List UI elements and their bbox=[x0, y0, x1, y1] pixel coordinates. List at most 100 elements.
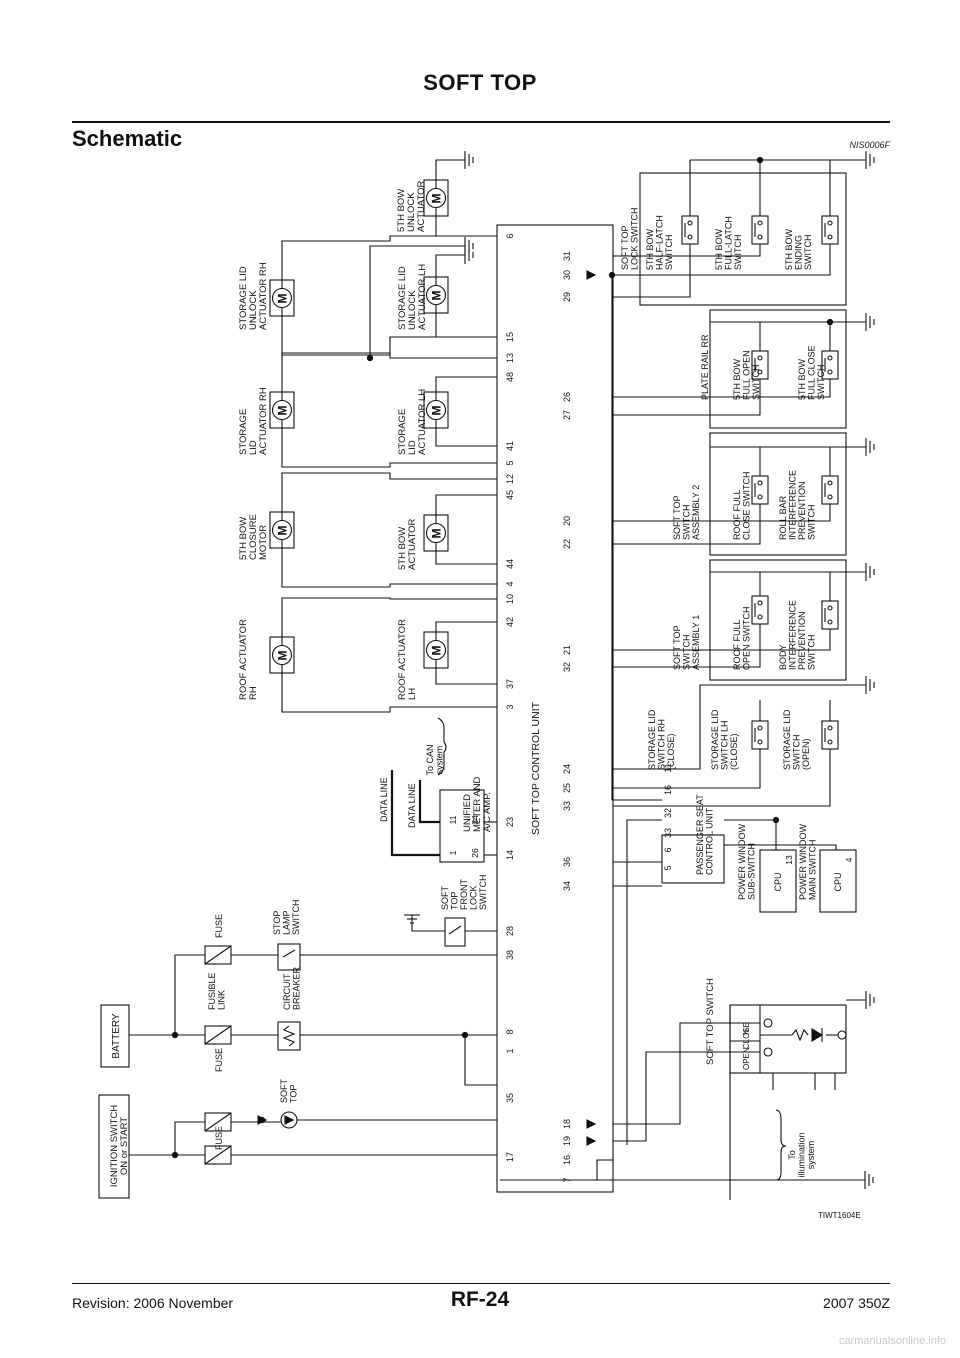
storage-lid-switch-open-label: STORAGE LIDSWITCH(OPEN) bbox=[782, 709, 811, 770]
cpu-sub-box bbox=[759, 849, 797, 913]
fuse-label: FUSE bbox=[214, 1126, 224, 1150]
storage-lid-switch-lh bbox=[751, 720, 769, 750]
cpu-pin: 13 bbox=[784, 855, 794, 865]
control-unit-pin-bottom: 32 bbox=[562, 662, 572, 672]
body-interference-prevention-switch bbox=[821, 600, 839, 630]
control-unit-pin-top: 1 bbox=[505, 1048, 515, 1053]
stop-lamp-switch bbox=[277, 943, 301, 971]
control-unit-pin-top: 6 bbox=[505, 233, 515, 238]
fusible-link-label: FUSIBLELINK bbox=[207, 972, 226, 1010]
control-unit-pin-top: 45 bbox=[505, 490, 515, 500]
to-can-label: To CANsystem bbox=[425, 744, 444, 775]
junction-dot bbox=[461, 1031, 469, 1039]
junction-dot bbox=[826, 318, 834, 326]
seat-pin: 16 bbox=[663, 785, 673, 795]
junction-dot bbox=[772, 816, 780, 824]
fifth-bow-full-close-switch-label: 5TH BOWFULL CLOSESWITCH bbox=[797, 345, 826, 400]
soft-top-lock-switch-label: SOFT TOPLOCK SWITCH bbox=[620, 207, 639, 270]
control-unit-pin-top: 4 bbox=[505, 581, 515, 586]
control-unit-pin-top: 28 bbox=[505, 926, 515, 936]
circuit-breaker-label: CIRCUITBREAKER bbox=[282, 966, 301, 1010]
control-unit-pin-bottom: 36 bbox=[562, 857, 572, 867]
control-unit-pin-top: 42 bbox=[505, 617, 515, 627]
soft-top-control-unit-box bbox=[496, 224, 614, 1193]
meter-pin: 26 bbox=[470, 848, 480, 858]
roof-full-close-switch bbox=[751, 475, 769, 505]
section-code: NIS0006F bbox=[849, 140, 890, 150]
roof-actuator-rh-label: ROOF ACTUATORRH bbox=[238, 619, 259, 700]
control-unit-pin-bottom: 24 bbox=[562, 764, 572, 774]
power-window-sub-label: POWER WINDOWSUB-SWITCH bbox=[737, 824, 756, 900]
control-unit-pin-bottom: 25 bbox=[562, 783, 572, 793]
soft-top-indicator-label: SOFTTOP bbox=[279, 1078, 298, 1103]
control-unit-pin-top: 15 bbox=[505, 332, 515, 342]
motor-symbol: M bbox=[276, 526, 290, 536]
figure-code: TIWT1604E bbox=[818, 1211, 861, 1220]
cpu-label: CPU bbox=[833, 872, 843, 891]
control-unit-pin-top: 12 bbox=[505, 474, 515, 484]
control-unit-pin-top: 8 bbox=[505, 1029, 515, 1034]
fifth-bow-full-latch-switch bbox=[751, 215, 769, 245]
motor-symbol: M bbox=[276, 294, 290, 304]
footer-revision: Revision: 2006 November bbox=[72, 1295, 234, 1311]
motor-symbol: M bbox=[276, 651, 290, 661]
control-unit-pin-top: 41 bbox=[505, 441, 515, 451]
control-unit-pin-bottom: 19 bbox=[562, 1136, 572, 1146]
fifth-bow-closure-motor-label: 5TH BOWCLOSUREMOTOR bbox=[238, 514, 269, 560]
soft-top-front-lock-switch-label: SOFTTOPFRONTLOCKSWITCH bbox=[440, 875, 488, 911]
junction-dot bbox=[171, 1031, 179, 1039]
control-unit-pin-bottom: 21 bbox=[562, 645, 572, 655]
junction-dot bbox=[608, 271, 616, 279]
motor-symbol: M bbox=[430, 529, 444, 539]
battery-label: BATTERY bbox=[111, 1013, 122, 1059]
seat-pin: 11 bbox=[663, 763, 673, 772]
storage-lid-unlock-actuator-lh-label: STORAGE LIDUNLOCKACTUATOR LH bbox=[397, 264, 428, 330]
control-unit-pin-bottom: 27 bbox=[562, 410, 572, 420]
switch-group-box bbox=[709, 432, 847, 556]
passenger-seat-label: PASSENGER SEATCONTROL UNIT bbox=[695, 794, 714, 875]
plate-rail-rr-label: PLATE RAIL RR bbox=[700, 334, 710, 400]
meter-pin: 11 bbox=[448, 815, 458, 824]
control-unit-pin-top: 38 bbox=[505, 950, 515, 960]
control-unit-pin-bottom: 29 bbox=[562, 292, 572, 302]
unified-meter-label: UNIFIEDMETER ANDA/C AMP. bbox=[462, 776, 493, 832]
roof-full-open-switch-label: ROOF FULLOPEN SWITCH bbox=[732, 606, 751, 670]
junction-dot bbox=[171, 1151, 179, 1159]
motor-symbol: M bbox=[430, 194, 444, 204]
seat-pin: 6 bbox=[663, 847, 673, 852]
control-unit-pin-bottom: 33 bbox=[562, 801, 572, 811]
control-unit-label: SOFT TOP CONTROL UNIT bbox=[530, 701, 542, 835]
switch-position-close: CLOSE bbox=[742, 1022, 751, 1049]
control-unit-pin-bottom: 7 bbox=[562, 1177, 572, 1182]
motor-symbol: M bbox=[430, 646, 444, 656]
cpu-pin: 4 bbox=[844, 857, 854, 862]
roll-bar-interference-switch-label: ROLL BARINTERFERENCEPREVENTIONSWITCH bbox=[778, 470, 816, 540]
power-window-main-label: POWER WINDOWMAIN SWITCH bbox=[798, 824, 817, 900]
meter-pin: 34 bbox=[470, 815, 480, 825]
fifth-bow-full-latch-label: 5TH BOWFULL-LATCHSWITCH bbox=[714, 216, 743, 270]
footer-model: 2007 350Z bbox=[823, 1295, 890, 1311]
control-unit-pin-bottom: 31 bbox=[562, 251, 572, 261]
header-rule bbox=[72, 121, 890, 123]
watermark: carmanualsonline.info bbox=[838, 1335, 946, 1347]
section-title: Schematic bbox=[72, 126, 183, 151]
roof-full-close-switch-label: ROOF FULLCLOSE SWITCH bbox=[732, 471, 751, 540]
fifth-bow-full-open-switch-label: 5TH BOWFULL OPENSWITCH bbox=[732, 350, 761, 400]
soft-top-front-lock-switch bbox=[444, 917, 466, 947]
roof-full-open-switch bbox=[751, 595, 769, 625]
body-interference-switch-label: BODYINTERFERENCEPREVENTIONSWITCH bbox=[778, 600, 816, 670]
fifth-bow-ending-label: 5TH BOWENDINGSWITCH bbox=[784, 228, 813, 270]
control-unit-pin-bottom: 20 bbox=[562, 516, 572, 526]
ignition-switch-label: IGNITION SWITCHON or START bbox=[109, 1105, 130, 1187]
control-unit-pin-top: 44 bbox=[505, 559, 515, 569]
junction-dot bbox=[756, 156, 764, 164]
storage-lid-switch-rh-label: STORAGE LIDSWITCH RH(CLOSE) bbox=[647, 709, 676, 770]
control-unit-pin-top: 13 bbox=[505, 353, 515, 363]
switch-position-open: OPEN bbox=[742, 1047, 751, 1070]
control-unit-pin-top: 10 bbox=[505, 594, 515, 604]
soft-top-switch-assembly-1-label: SOFT TOPSWITCHASSEMBLY 1 bbox=[672, 615, 701, 670]
fifth-bow-half-latch-switch bbox=[681, 215, 699, 245]
fifth-bow-actuator-label: 5TH BOWACTUATOR bbox=[397, 518, 418, 570]
meter-pin: 1 bbox=[448, 850, 458, 855]
